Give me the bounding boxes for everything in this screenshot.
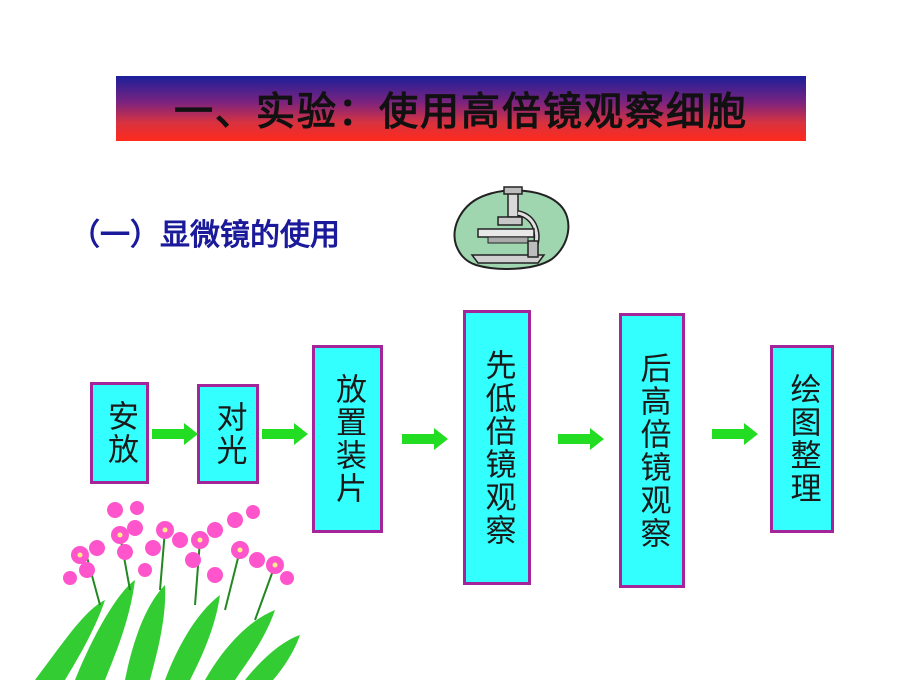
step-box-6: 绘图整理: [770, 345, 834, 533]
step-label: 放置装片: [330, 373, 366, 505]
page-title: 一、实验：使用高倍镜观察细胞: [173, 89, 748, 135]
flowers-icon: [35, 501, 300, 680]
arrow-right-icon: [712, 423, 758, 445]
arrow-right-icon: [402, 428, 448, 450]
step-box-3: 放置装片: [312, 345, 383, 533]
step-label: 安放: [102, 400, 138, 466]
step-box-2: 对光: [197, 384, 259, 484]
section-subtitle: （一）显微镜的使用: [70, 218, 340, 253]
microscope-icon: [453, 186, 570, 270]
arrow-right-icon: [558, 428, 604, 450]
step-box-4: 先低倍镜观察: [463, 310, 531, 585]
arrow-right-icon: [152, 423, 198, 445]
step-box-5: 后高倍镜观察: [619, 313, 685, 588]
step-label: 对光: [210, 401, 247, 467]
step-label: 绘图整理: [784, 373, 821, 505]
step-label: 后高倍镜观察: [634, 351, 671, 550]
step-box-1: 安放: [90, 382, 149, 484]
step-label: 先低倍镜观察: [479, 348, 516, 547]
title-banner: 一、实验：使用高倍镜观察细胞: [116, 76, 806, 141]
arrow-right-icon: [262, 423, 308, 445]
